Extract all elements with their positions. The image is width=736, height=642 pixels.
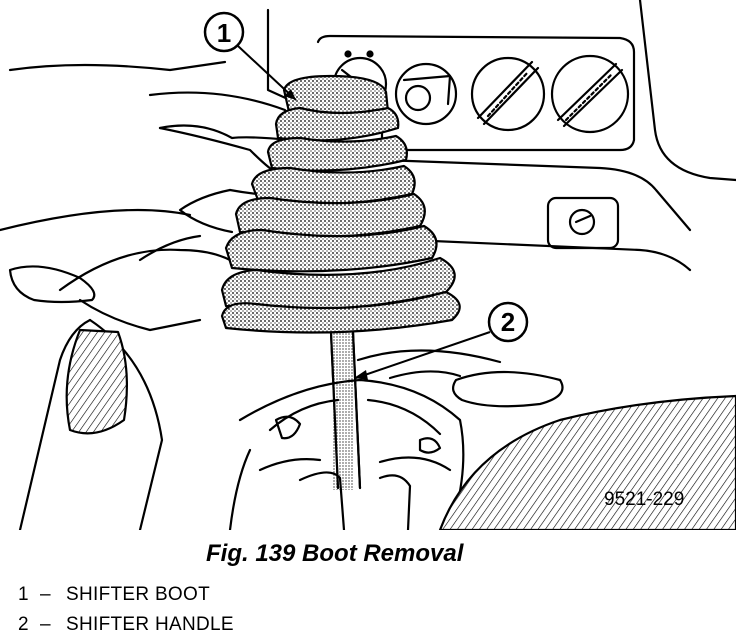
callout-1-number: 1 (217, 18, 231, 48)
shifter-handle (328, 308, 362, 490)
legend-item-number: 2 (18, 614, 29, 635)
dashboard-knob (550, 54, 630, 134)
legend-item-shifter-handle: 2–SHIFTER HANDLE (18, 614, 234, 636)
legend-item-label: SHIFTER BOOT (66, 584, 210, 605)
callout-1: 1 (203, 11, 297, 101)
dashboard-knob (394, 62, 458, 126)
shifter-boot (220, 74, 461, 334)
legend-item-shifter-boot: 1–SHIFTER BOOT (18, 584, 210, 606)
figure-code: 9521-229 (604, 489, 684, 510)
figure-caption: Fig. 139 Boot Removal (206, 540, 464, 567)
center-console (228, 349, 564, 530)
legend-item-label: SHIFTER HANDLE (66, 614, 234, 635)
lower-hand (58, 234, 232, 332)
dashboard-panel (266, 0, 736, 272)
sleeve-fabric (65, 328, 128, 435)
legend-item-number: 1 (18, 584, 29, 605)
left-arm (0, 60, 227, 530)
lock-cylinder (546, 196, 620, 250)
boot-removal-illustration: 1 2 9521-229 (0, 0, 736, 530)
callout-2-number: 2 (501, 307, 515, 337)
callout-2: 2 (354, 301, 529, 380)
legend-item-separator: – (40, 614, 51, 635)
seat-cushion (438, 394, 736, 530)
legend-item-separator: – (40, 584, 51, 605)
dashboard-knob (470, 56, 546, 132)
